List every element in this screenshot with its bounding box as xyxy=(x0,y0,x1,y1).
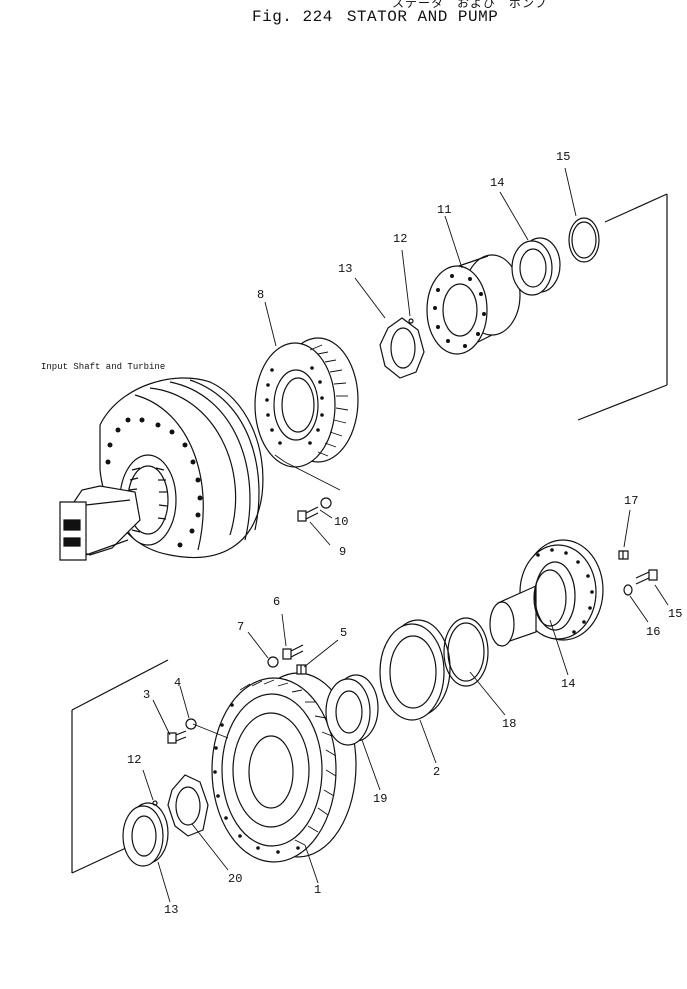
callout-6: 6 xyxy=(273,595,281,609)
callout-5: 5 xyxy=(340,626,348,640)
part-5-plug xyxy=(297,665,306,674)
part-7-washer xyxy=(268,657,278,667)
part-1-pump xyxy=(212,673,356,862)
figure-title: Fig. 224 STATOR AND PUMP xyxy=(252,8,498,26)
callout-19: 17 xyxy=(624,494,639,508)
callout-8: 8 xyxy=(257,288,265,302)
part-21-bearing xyxy=(326,675,378,745)
callout-12-upper: 12 xyxy=(393,232,408,246)
callout-20: 18 xyxy=(502,717,517,731)
part-13-nut-upper xyxy=(380,318,424,378)
part-9-bolt xyxy=(298,507,318,521)
callout-17: 15 xyxy=(668,607,683,621)
turbine-caption: Input Shaft and Turbine xyxy=(41,362,166,372)
callout-22: 20 xyxy=(228,872,243,886)
part-3-bolt xyxy=(168,731,186,743)
part-13-nut-lower xyxy=(123,803,168,866)
callout-11: 11 xyxy=(437,203,452,217)
part-8-stator xyxy=(255,338,358,467)
part-2-cover xyxy=(380,620,450,720)
callout-13-lower: 13 xyxy=(164,903,179,917)
pump-bracket-line xyxy=(193,724,228,738)
sleeve-bolt-holes xyxy=(433,274,486,348)
part-14-bearing xyxy=(512,238,560,295)
stator-vanes xyxy=(310,345,348,456)
part-11-sleeve xyxy=(427,255,520,354)
turbine-assembly xyxy=(60,378,263,560)
stator-bracket-line xyxy=(275,455,340,490)
figure-number: Fig. 224 xyxy=(252,8,333,26)
callout-21: 19 xyxy=(373,792,388,806)
part-17-bolt xyxy=(636,570,657,584)
part-10-washer xyxy=(321,498,331,508)
figure-name: STATOR AND PUMP xyxy=(346,8,499,26)
callout-16: 14 xyxy=(561,677,576,691)
assembly-bracket-lower xyxy=(72,660,168,873)
part-12-pin-lower xyxy=(153,801,157,805)
leader-lines xyxy=(143,168,668,902)
part-4-washer xyxy=(186,719,196,729)
callout-18: 16 xyxy=(646,625,661,639)
callout-7: 7 xyxy=(237,620,245,634)
assembly-bracket-upper xyxy=(578,194,667,420)
callout-4: 4 xyxy=(174,676,182,690)
callout-3: 3 xyxy=(143,688,151,702)
part-15-snap-ring xyxy=(569,218,599,262)
part-12-pin-upper xyxy=(409,319,413,323)
hub-bolt-holes xyxy=(536,548,594,634)
stator-bolt-holes xyxy=(265,366,324,445)
part-19-bolt xyxy=(619,551,628,559)
pump-vanes xyxy=(240,680,336,845)
callout-9: 9 xyxy=(339,545,347,559)
callout-12-lower: 12 xyxy=(127,753,142,767)
part-20-o-ring xyxy=(444,618,488,686)
callout-10: 10 xyxy=(334,515,349,529)
japanese-title: ステータ および ポンプ xyxy=(392,0,548,10)
callout-13-upper: 13 xyxy=(338,262,353,276)
part-6-bolt xyxy=(283,645,303,659)
callout-15: 15 xyxy=(556,150,571,164)
pump-bolt-holes xyxy=(213,703,300,854)
part-16-pump-hub xyxy=(490,540,603,646)
callout-1: 1 xyxy=(314,883,322,897)
part-22-lock-washer xyxy=(168,775,208,836)
callout-2: 2 xyxy=(433,765,441,779)
part-18-washer xyxy=(624,585,632,595)
turbine-bolt-holes xyxy=(105,417,203,548)
callout-14: 14 xyxy=(490,176,505,190)
